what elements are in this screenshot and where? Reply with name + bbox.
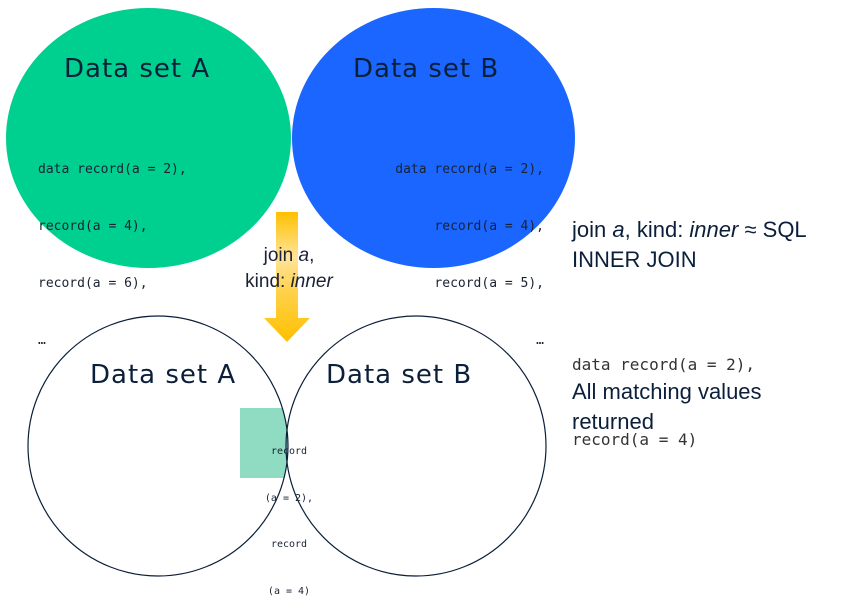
venn-circles xyxy=(27,315,547,577)
overlap-records: record (a = 2), record (a = 4) xyxy=(257,413,321,615)
data-set-a-circle xyxy=(6,8,291,268)
data-set-b-record-line: record(a = 5), xyxy=(434,276,544,291)
overlap-record-line: record xyxy=(270,539,308,550)
join-label-line1: join a, xyxy=(263,245,315,266)
side-heading: join a, kind: inner ≈ SQL INNER JOIN xyxy=(572,215,844,275)
side-note: All matching values returned xyxy=(572,377,844,437)
venn-overlap-band xyxy=(240,408,288,478)
data-set-a-record-line: record(a = 6), xyxy=(38,276,148,291)
venn-overlap-region xyxy=(286,316,288,576)
data-set-b-circle xyxy=(292,8,575,268)
data-set-a-title: Data set A xyxy=(64,54,211,84)
overlap-record-line: (a = 2), xyxy=(264,492,314,504)
data-set-a-records: data record(a = 2), record(a = 4), recor… xyxy=(38,122,187,369)
venn-a-title: Data set A xyxy=(90,360,237,390)
data-set-a-record-line: record(a = 4), xyxy=(38,219,148,234)
side-result: data record(a = 2), record(a = 4) xyxy=(572,302,755,477)
data-set-b-ellipsis: … xyxy=(536,333,544,348)
venn-circle-b xyxy=(285,315,547,577)
venn-circle-a xyxy=(27,315,289,577)
overlap-record-line: record xyxy=(270,446,308,457)
data-set-a-ellipsis: … xyxy=(38,333,46,348)
side-note-line: returned xyxy=(572,409,654,434)
join-label-line2: kind: inner xyxy=(245,271,333,292)
side-result-line: record(a = 4) xyxy=(572,430,698,449)
side-note-line: All matching values xyxy=(572,379,762,404)
side-heading-line2: INNER JOIN xyxy=(572,247,697,272)
overlap-record-line: (a = 4) xyxy=(267,585,311,597)
join-label: join a, kind: inner xyxy=(224,243,354,295)
data-set-b-title: Data set B xyxy=(353,54,500,84)
down-arrow-icon xyxy=(264,212,310,342)
venn-b-title: Data set B xyxy=(326,360,473,390)
data-set-b-record-line: data record(a = 2), xyxy=(395,162,544,177)
side-result-line: data record(a = 2), xyxy=(572,355,756,374)
side-heading-line1: join a, kind: inner ≈ SQL xyxy=(572,217,807,242)
data-set-b-record-line: record(a = 4), xyxy=(434,219,544,234)
data-set-b-records: data record(a = 2), record(a = 4), recor… xyxy=(364,122,544,369)
data-set-a-record-line: data record(a = 2), xyxy=(38,162,187,177)
